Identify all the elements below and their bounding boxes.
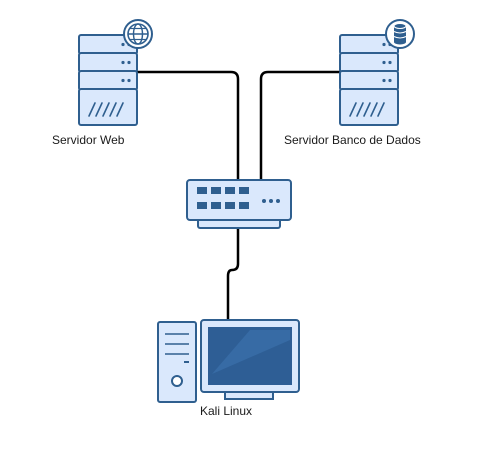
connections <box>137 70 340 322</box>
connection-switch-to-kali <box>226 226 240 322</box>
kali-linux-label: Kali Linux <box>200 404 253 418</box>
globe-icon <box>123 19 153 49</box>
connection-db-to-switch <box>259 70 340 180</box>
database-server-icon <box>339 34 399 126</box>
database-icon <box>385 19 415 49</box>
desktop-computer-icon <box>157 319 300 403</box>
network-switch-icon <box>186 179 292 229</box>
web-server-icon <box>78 34 138 126</box>
database-server-label: Servidor Banco de Dados <box>284 133 421 147</box>
connection-web-to-switch <box>137 70 240 180</box>
web-server-label: Servidor Web <box>52 133 125 147</box>
